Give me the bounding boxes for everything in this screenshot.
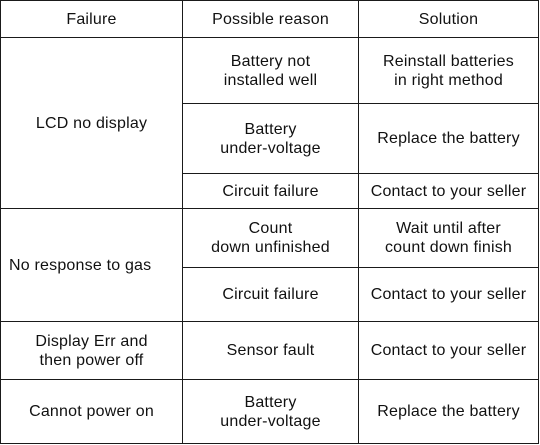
solution-cell: Contact to your seller: [358, 267, 539, 322]
reason-cell: Battery under-voltage: [182, 379, 359, 444]
header-failure: Failure: [0, 0, 183, 38]
solution-cell: Reinstall batteries in right method: [358, 37, 539, 104]
table-row: No response to gas Count down unfinished…: [0, 208, 539, 322]
header-solution: Solution: [358, 0, 539, 38]
reason-cell: Circuit failure: [182, 173, 359, 209]
failure-cell: LCD no display: [0, 37, 183, 209]
solution-cell: Contact to your seller: [358, 173, 539, 209]
failure-cell: Display Err and then power off: [0, 321, 183, 380]
failure-cell: No response to gas: [0, 208, 183, 322]
table-row: Display Err and then power off Sensor fa…: [0, 321, 539, 380]
failure-cell: Cannot power on: [0, 379, 183, 444]
table-row: Circuit failure Contact to your seller: [1, 173, 539, 209]
reason-cell: Count down unfinished: [182, 208, 359, 268]
reason-cell: Battery not installed well: [182, 37, 359, 104]
solution-cell: Wait until after count down finish: [358, 208, 539, 268]
reason-cell: Sensor fault: [182, 321, 359, 380]
solution-cell: Replace the battery: [358, 103, 539, 174]
header-row: Failure Possible reason Solution: [0, 0, 539, 38]
table-row: Circuit failure Contact to your seller: [1, 267, 539, 322]
table-row: Battery under-voltage Replace the batter…: [1, 103, 539, 174]
header-possible-reason: Possible reason: [182, 0, 359, 38]
solution-cell: Replace the battery: [358, 379, 539, 444]
solution-cell: Contact to your seller: [358, 321, 539, 380]
reason-cell: Battery under-voltage: [182, 103, 359, 174]
table-row: LCD no display Battery not installed wel…: [0, 37, 539, 209]
table-row: Cannot power on Battery under-voltage Re…: [0, 379, 539, 444]
reason-cell: Circuit failure: [182, 267, 359, 322]
